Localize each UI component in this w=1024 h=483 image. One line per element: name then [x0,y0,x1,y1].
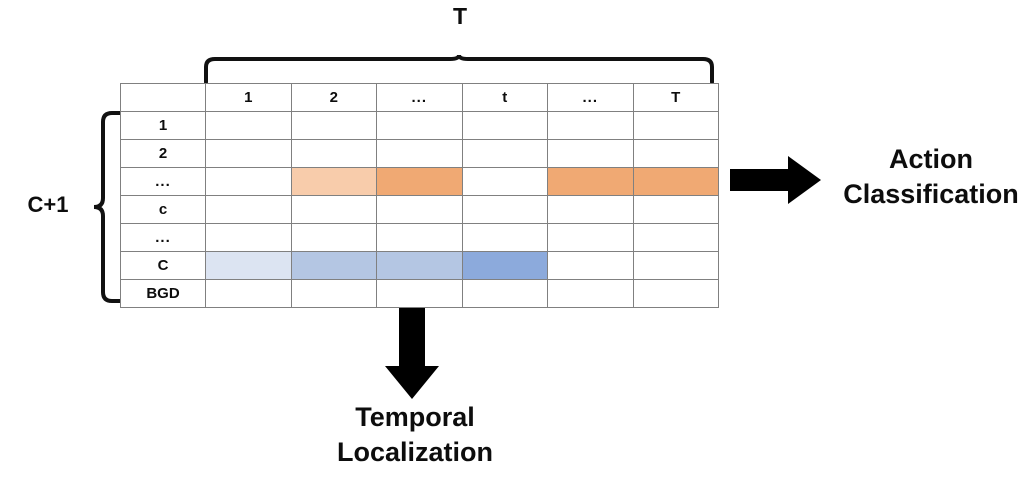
matrix-cell [461,167,548,196]
matrix-cell [290,111,377,140]
matrix-cell [461,139,548,168]
matrix-cell [205,167,292,196]
matrix-row: c [120,195,719,224]
matrix-cell [290,279,377,308]
temporal-localization-line2: Localization [336,437,493,468]
temporal-localization-label: Temporal Localization [300,400,530,470]
row-header-C: C [120,251,206,280]
matrix-cell [461,223,548,252]
matrix-cell [205,279,292,308]
matrix-cell [547,223,634,252]
matrix-cell [376,223,463,252]
matrix-cell [632,139,719,168]
matrix-cell [632,251,719,280]
matrix-row-highlight-orange: ... [120,167,719,196]
matrix-corner-cell [120,83,206,112]
matrix-cell [547,195,634,224]
matrix-cell [290,139,377,168]
matrix-cell [376,279,463,308]
matrix-cell [205,111,292,140]
matrix-row-highlight-blue: C [120,251,719,280]
top-brace-label: T [452,3,468,29]
matrix-cell [290,195,377,224]
matrix-cell [632,223,719,252]
matrix-cell [205,223,292,252]
row-header-2: 2 [120,139,206,168]
matrix-table: 1 2 ... t ... T 1 2 [120,83,719,308]
matrix-cell [290,223,377,252]
matrix-cell [205,195,292,224]
column-header-T: T [632,83,719,112]
matrix-cell [547,251,634,280]
column-header-2: 2 [290,83,377,112]
row-header-ellipsis-2: ... [120,223,206,252]
column-header-ellipsis-2: ... [547,83,634,112]
probability-matrix: 1 2 ... t ... T 1 2 [120,83,719,308]
left-brace-label: C+1 [27,192,69,217]
matrix-cell [632,167,719,196]
matrix-cell [205,139,292,168]
matrix-cell [632,111,719,140]
matrix-cell [205,251,292,280]
action-classification-line1: Action [889,144,973,174]
action-classification-line2: Classification [843,179,1019,210]
matrix-cell [376,167,463,196]
arrow-down-icon [385,308,439,399]
matrix-cell [376,195,463,224]
row-header-1: 1 [120,111,206,140]
matrix-cell [547,139,634,168]
matrix-row: BGD [120,279,719,308]
row-header-c: c [120,195,206,224]
matrix-cell [290,167,377,196]
action-classification-label: Action Classification [838,142,1024,212]
row-header-ellipsis-1: ... [120,167,206,196]
top-brace-icon [203,55,715,83]
matrix-cell [461,279,548,308]
matrix-cell [376,251,463,280]
matrix-cell [632,279,719,308]
temporal-localization-line1: Temporal [355,402,475,432]
matrix-row: 2 [120,139,719,168]
matrix-cell [461,251,548,280]
matrix-row: ... [120,223,719,252]
column-header-t: t [461,83,548,112]
matrix-cell [290,251,377,280]
matrix-cell [547,111,634,140]
matrix-cell [376,111,463,140]
arrow-right-icon [730,156,821,204]
matrix-header-row: 1 2 ... t ... T [120,83,719,112]
matrix-cell [376,139,463,168]
row-header-BGD: BGD [120,279,206,308]
matrix-cell [632,195,719,224]
matrix-cell [461,195,548,224]
matrix-cell [547,167,634,196]
column-header-1: 1 [205,83,292,112]
column-header-ellipsis-1: ... [376,83,463,112]
matrix-row: 1 [120,111,719,140]
matrix-cell [547,279,634,308]
matrix-cell [461,111,548,140]
